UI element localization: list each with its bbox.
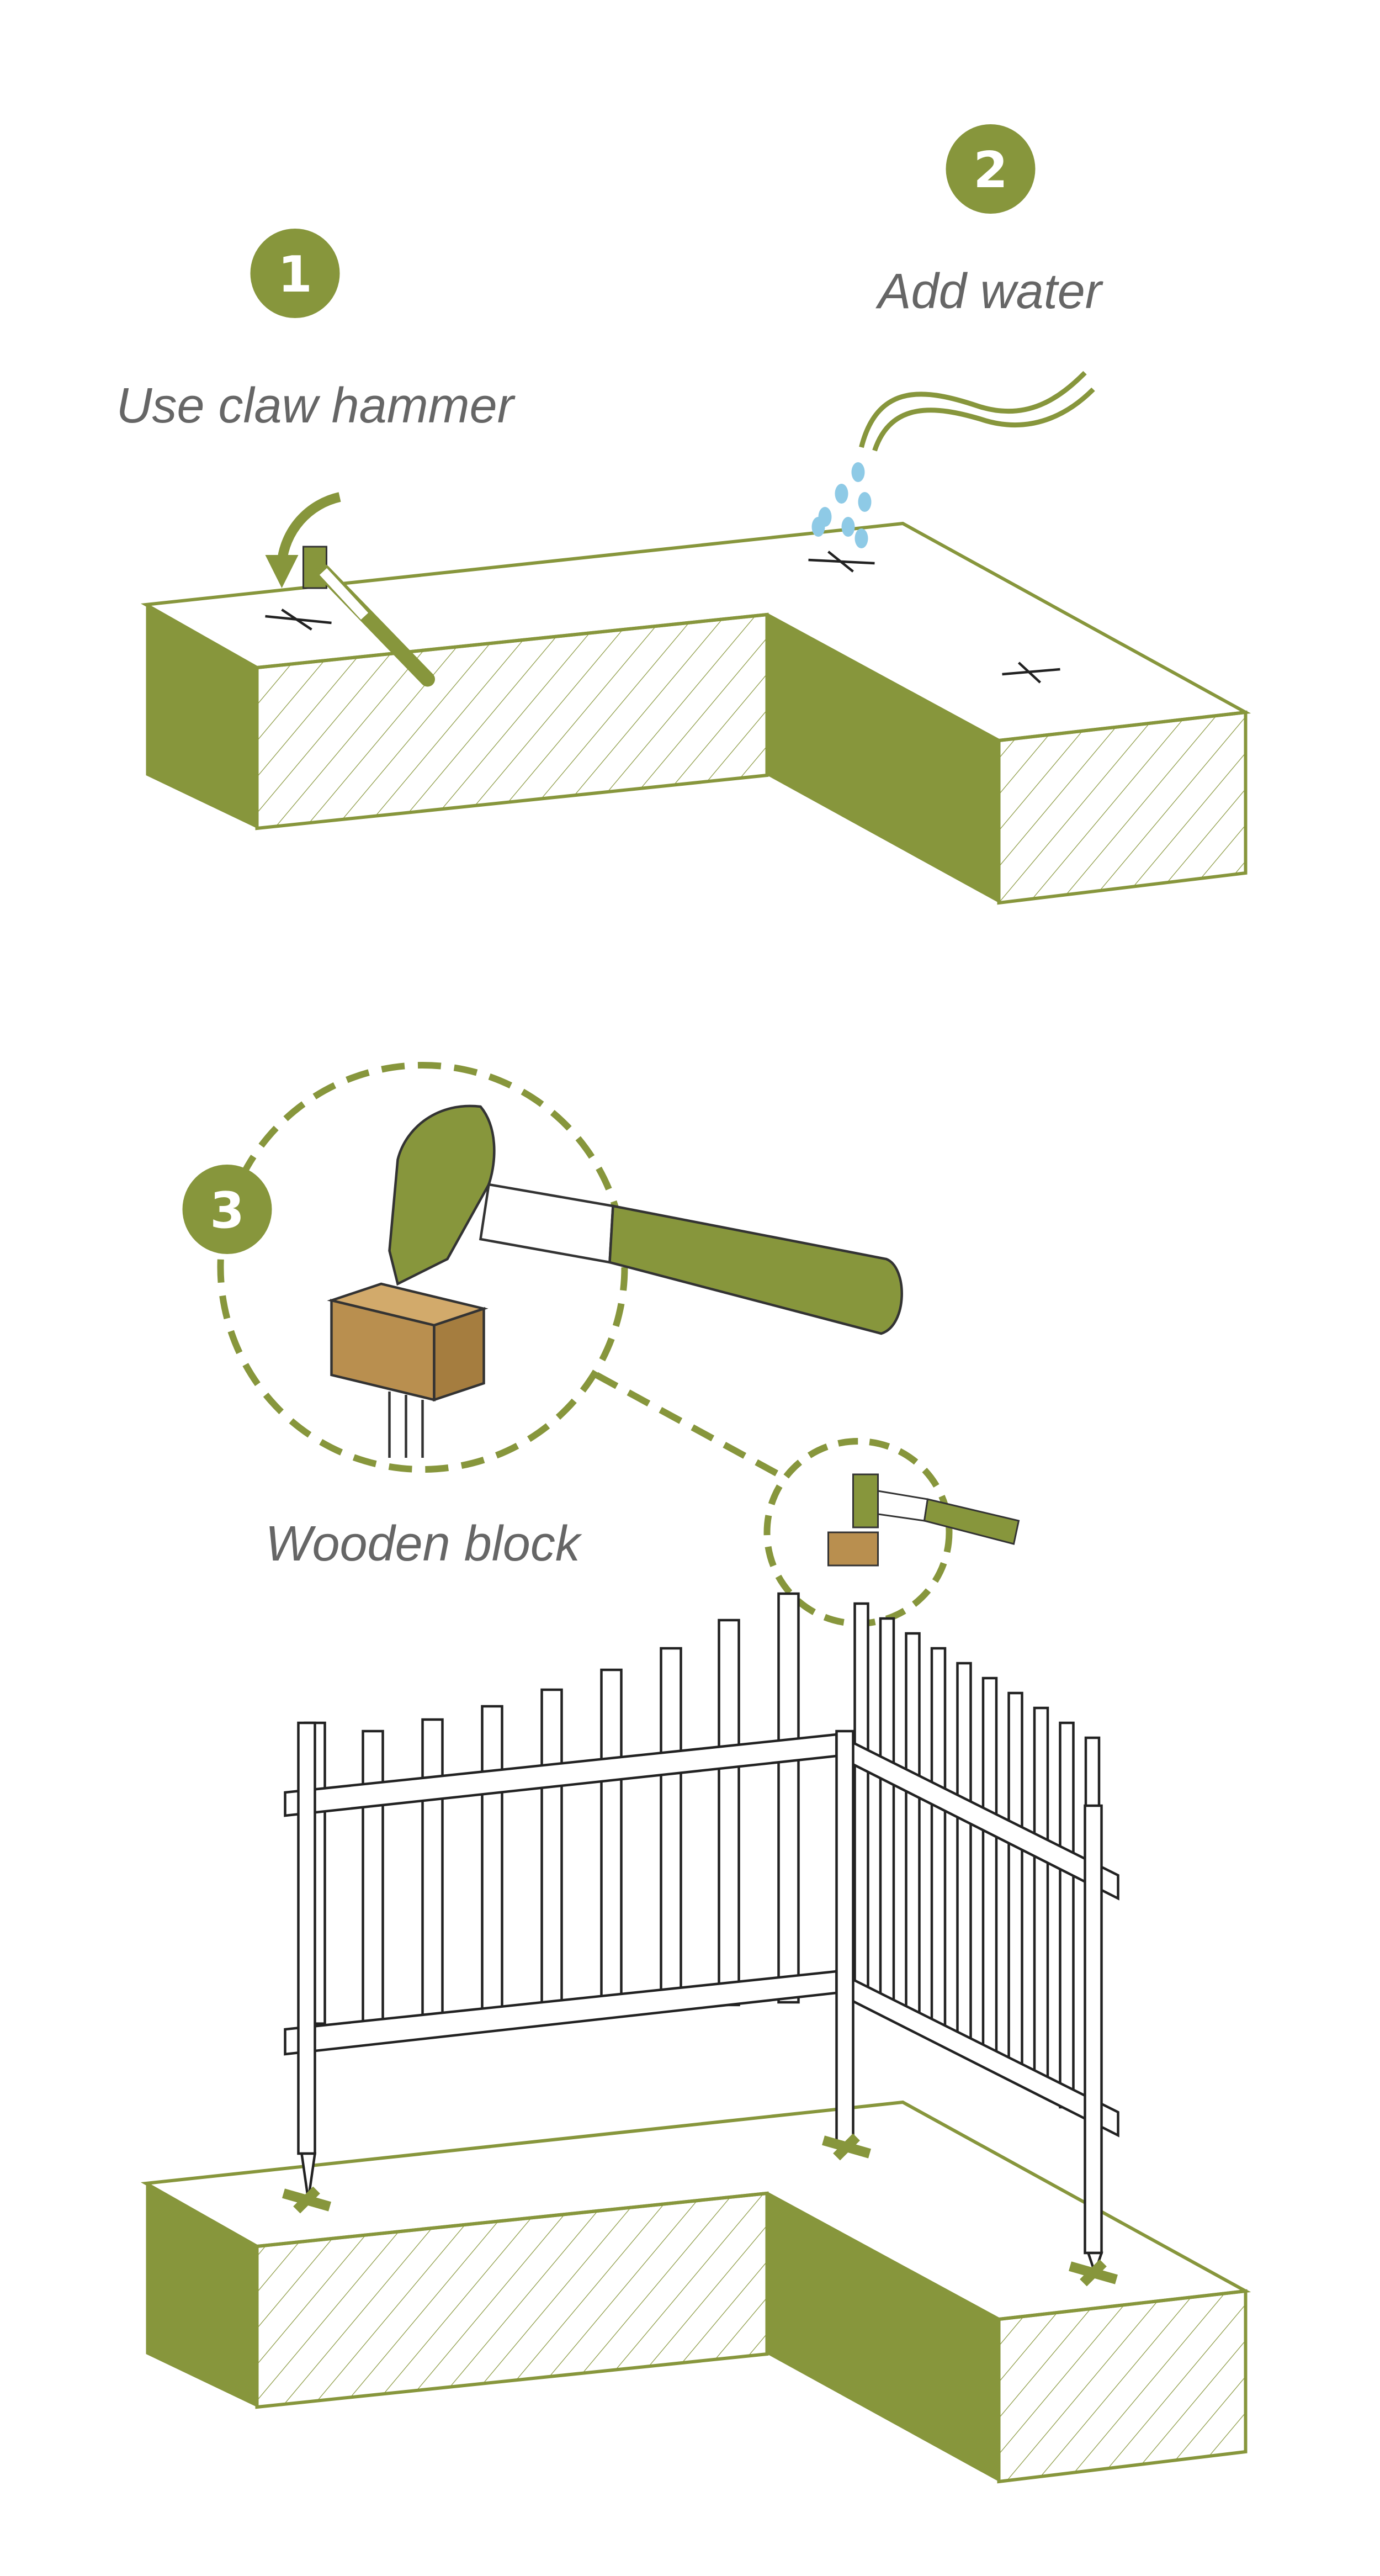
step-3-badge: 3 (182, 1165, 272, 1254)
step-1-badge: 1 (250, 229, 340, 318)
picket (1059, 1721, 1075, 2109)
picket-fence (282, 1592, 1119, 2287)
ground-block-bottom (140, 2100, 1251, 2484)
stake-ground-mark (282, 2186, 331, 2214)
claw-hammer-small-icon (265, 492, 435, 687)
fence-post (835, 1729, 854, 2147)
ground-holes (265, 551, 1060, 684)
picket (660, 1647, 682, 2009)
picket (540, 1688, 563, 2014)
picket (777, 1592, 800, 2004)
wooden-block-icon (327, 1282, 489, 1458)
fence-rail (835, 1732, 1119, 1901)
picket (853, 1602, 869, 1990)
step-2-number: 2 (973, 141, 1008, 199)
fence-post (1084, 1804, 1103, 2255)
picket (879, 1617, 895, 2004)
fence-stake (300, 2152, 317, 2201)
step-2-badge: 2 (946, 124, 1036, 214)
picket (600, 1668, 623, 2012)
picket (1033, 1706, 1049, 2094)
water-hose-icon (859, 371, 1095, 452)
picket (481, 1705, 503, 2017)
picket (981, 1676, 998, 2064)
picket (362, 1729, 384, 2023)
claw-hammer-large-icon (388, 1104, 903, 1335)
picket (421, 1718, 444, 2020)
step-1-number: 1 (278, 246, 312, 304)
picket (1007, 1691, 1023, 2079)
step-3-label: Wooden block (266, 1516, 582, 1572)
small-hammer-block-icon (827, 1473, 1020, 1567)
step-1-label: Use claw hammer (116, 378, 516, 433)
stake-ground-mark (1069, 2259, 1118, 2287)
ground-block-top (140, 521, 1251, 905)
picket (930, 1647, 947, 2034)
picket (905, 1632, 921, 2019)
fence-post (297, 1721, 316, 2155)
picket (718, 1618, 740, 2007)
picket (956, 1662, 972, 2049)
step-2-label: Add water (875, 264, 1103, 319)
step-3-number: 3 (210, 1182, 245, 1240)
water-drops-icon (811, 462, 872, 548)
stake-ground-mark (822, 2133, 871, 2161)
